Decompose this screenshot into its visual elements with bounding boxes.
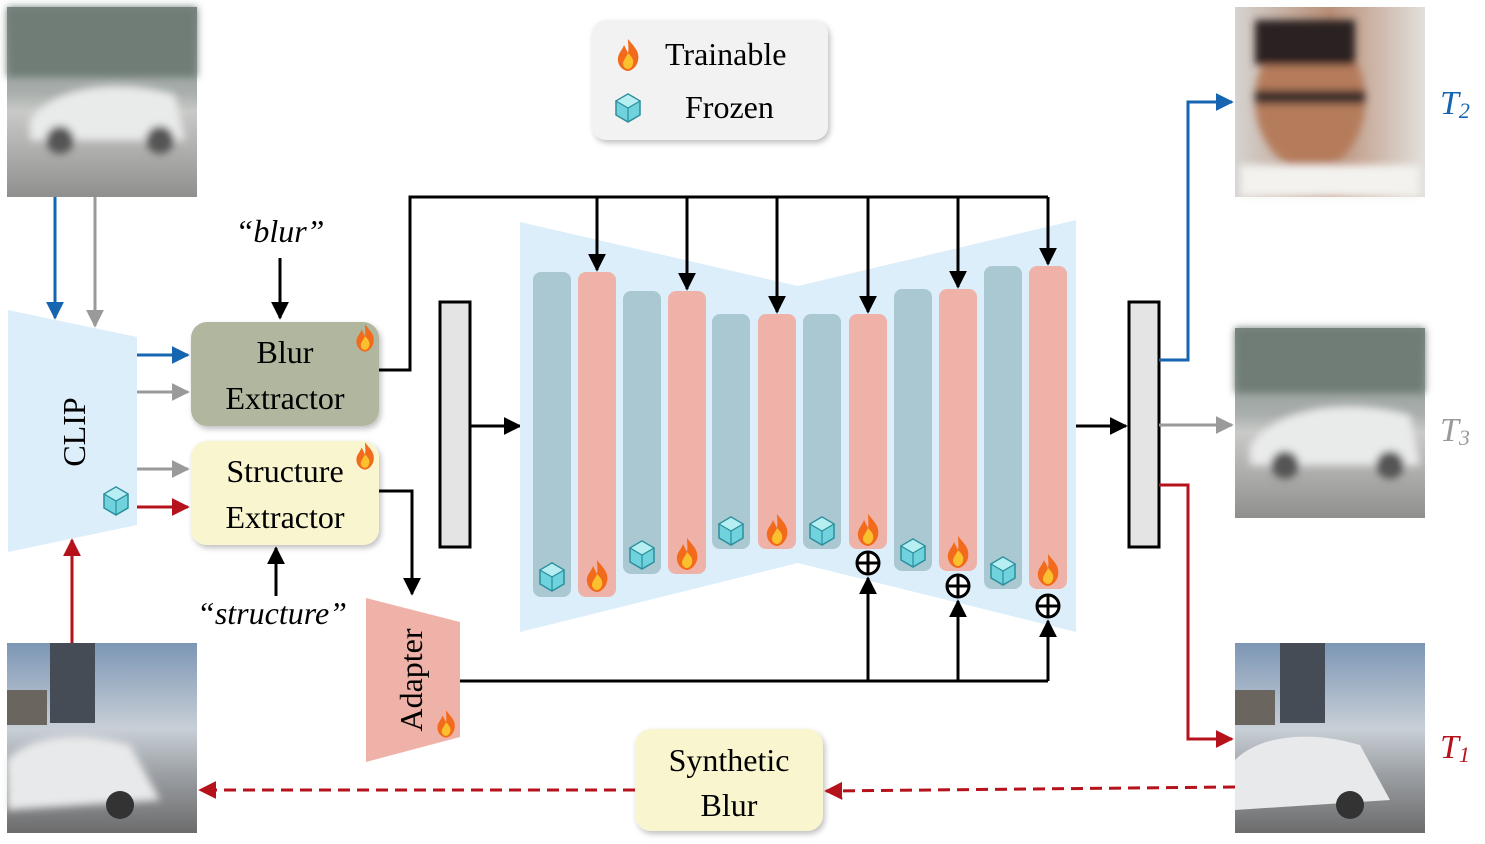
trainable-block [578, 272, 616, 597]
trainable-block [1029, 266, 1067, 589]
structure-prompt: “structure” [197, 595, 347, 631]
structure-extractor: Structure Extractor [191, 441, 379, 545]
blurred-face-output-thumbnail [1235, 7, 1425, 197]
unet [520, 220, 1076, 632]
trainable-block [668, 291, 706, 574]
frozen-block [803, 314, 841, 549]
ice-cube-icon [103, 486, 129, 516]
synthetic-blur-line1: Synthetic [669, 742, 790, 778]
structure-extractor-line2: Extractor [225, 499, 344, 535]
ice-cube-icon [809, 516, 835, 546]
structure-extractor-line1: Structure [226, 453, 343, 489]
sharp-street-input-thumbnail [7, 643, 197, 833]
clip-label: CLIP [56, 397, 92, 466]
ice-cube-icon [990, 556, 1016, 586]
adapter: Adapter [366, 598, 460, 762]
trainable-block [849, 314, 887, 549]
blue-output-arrow [1159, 93, 1234, 362]
ice-cube-icon [629, 540, 655, 570]
frozen-block [623, 291, 661, 574]
ice-cube-icon [539, 562, 565, 592]
clip-encoder: CLIP [8, 310, 137, 552]
t3-label: T3 [1440, 412, 1470, 450]
add-operator-icon [1035, 593, 1061, 619]
sharp-street-output-thumbnail [1235, 643, 1425, 833]
trainable-block [939, 289, 977, 571]
blur-prompt: “blur” [236, 213, 325, 249]
frozen-block [894, 289, 932, 571]
adapter-label: Adapter [393, 628, 429, 731]
legend-trainable-label: Trainable [665, 36, 786, 72]
add-operator-icon [855, 550, 881, 576]
blur-extractor: Blur Extractor [191, 322, 379, 426]
blurred-car-output-thumbnail [1235, 328, 1425, 518]
frozen-block [712, 314, 750, 549]
frozen-block [533, 272, 571, 597]
ice-cube-icon [900, 538, 926, 568]
ice-cube-icon [718, 516, 744, 546]
blur-feature-injection [379, 195, 1057, 372]
blur-extractor-line1: Blur [257, 334, 314, 370]
t2-label: T2 [1440, 85, 1470, 123]
decoder-bar [1127, 300, 1161, 549]
sharp-to-synthetic-dashed-arrow [824, 781, 1236, 800]
adapter-feature-injection [460, 576, 1057, 683]
t1-label: T1 [1440, 729, 1470, 767]
structure-to-adapter-arrow [379, 489, 421, 596]
synthetic-blur: Synthetic Blur [635, 729, 823, 831]
blurred-car-input-thumbnail [7, 7, 197, 197]
legend-frozen-label: Frozen [685, 89, 774, 125]
ice-cube-icon [615, 93, 641, 123]
encoder-bar [438, 300, 472, 549]
synthetic-blur-line2: Blur [701, 787, 758, 823]
red-output-arrow [1159, 483, 1234, 748]
legend: Trainable Frozen [592, 20, 828, 140]
add-operator-icon [945, 573, 971, 599]
blur-extractor-line2: Extractor [225, 380, 344, 416]
trainable-block [758, 314, 796, 549]
frozen-block [984, 266, 1022, 589]
